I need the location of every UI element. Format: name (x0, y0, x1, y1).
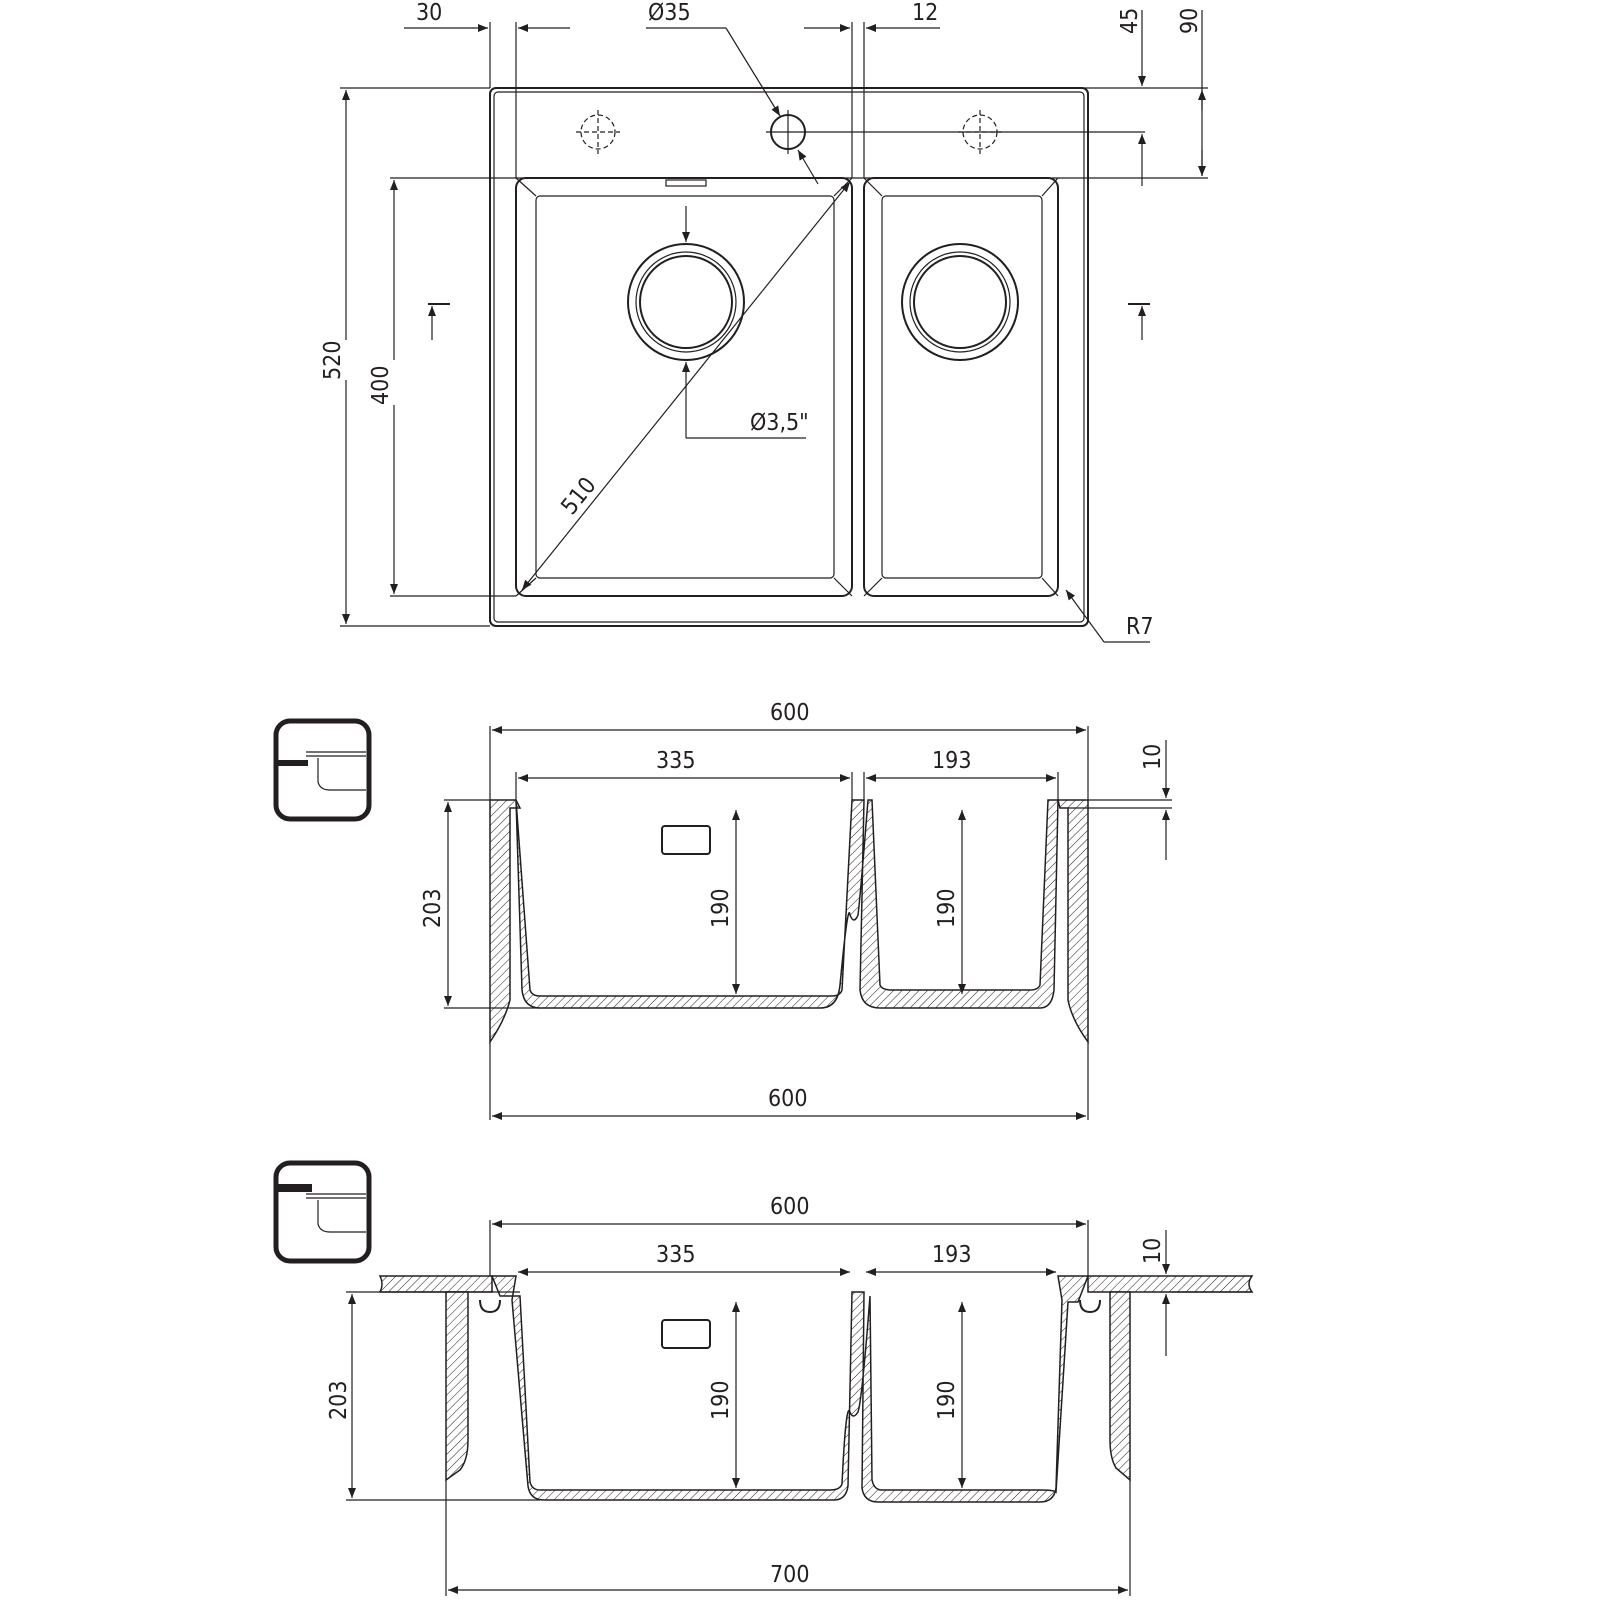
section-overmount: 600 335 193 203 190 190 10 600 (420, 700, 1172, 1120)
dim-12: 12 (912, 0, 938, 26)
sink-outline (489, 87, 1089, 627)
dim-193: 193 (932, 1242, 972, 1268)
tap-hole-right (962, 114, 998, 150)
dim-45: 45 (1117, 8, 1143, 34)
dim-190-left: 190 (708, 1381, 734, 1421)
right-bowl (863, 177, 1059, 597)
dim-600-bottom: 600 (768, 1086, 808, 1112)
dim-510: 510 (556, 473, 601, 520)
dim-190-left: 190 (708, 889, 734, 929)
countertop-left (378, 1275, 493, 1293)
right-drain (901, 243, 1019, 361)
mounting-icon-overmount (273, 718, 372, 822)
dim-520: 520 (320, 341, 346, 381)
top-view: 30 Ø35 12 45 90 520 400 510 Ø3,5" (320, 0, 1208, 643)
countertop-right (1087, 1275, 1254, 1293)
dim-600-top: 600 (770, 700, 810, 726)
dim-193: 193 (932, 748, 972, 774)
mounting-icon-flush (273, 1160, 372, 1264)
overflow-slot (661, 825, 711, 855)
dim-335: 335 (656, 1242, 696, 1268)
overflow-slot (665, 179, 707, 187)
left-bowl (515, 177, 853, 597)
section-flush: 600 335 193 203 190 190 10 700 (326, 1194, 1254, 1596)
dim-203: 203 (420, 889, 446, 929)
dim-190-right: 190 (934, 1381, 960, 1421)
dim-600-top: 600 (770, 1194, 810, 1220)
dim-700: 700 (770, 1562, 810, 1588)
clip-right (1079, 1299, 1101, 1314)
overflow-slot (661, 1319, 711, 1349)
dim-radius: R7 (1126, 614, 1154, 640)
clip-left (479, 1299, 501, 1314)
dim-190-right: 190 (934, 889, 960, 929)
left-drain (627, 243, 745, 361)
dim-tap-hole: Ø35 (648, 0, 691, 26)
dim-335: 335 (656, 748, 696, 774)
dim-10: 10 (1140, 744, 1166, 770)
dim-10: 10 (1140, 1238, 1166, 1264)
tap-hole-left (580, 114, 616, 150)
dim-drain: Ø3,5" (750, 410, 809, 436)
dim-203: 203 (326, 1381, 352, 1421)
dim-30: 30 (416, 0, 442, 26)
dim-90: 90 (1177, 8, 1203, 34)
dim-400: 400 (368, 366, 394, 406)
